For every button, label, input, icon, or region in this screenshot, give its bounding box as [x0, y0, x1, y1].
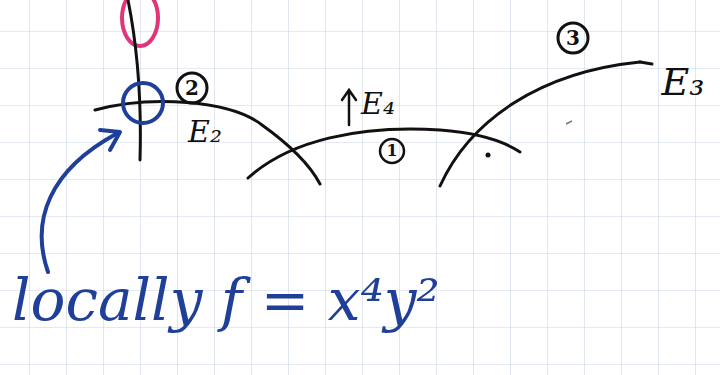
callout-circle	[177, 73, 207, 103]
curve-e4	[248, 129, 520, 178]
note-text: locally f = x⁴y²	[12, 271, 440, 329]
callout-number: 1	[386, 143, 397, 159]
callout-number: 3	[566, 28, 580, 48]
curve-label: E₂	[188, 117, 222, 147]
blue-circle	[123, 83, 163, 123]
curve-label: E₄	[361, 89, 395, 119]
callout-circle	[558, 23, 588, 53]
curve-e3-end	[640, 62, 652, 64]
curve-e3	[440, 62, 640, 186]
callout-circle	[380, 139, 404, 163]
stray-mark	[566, 121, 572, 124]
curve-e2	[95, 102, 320, 184]
up-arrow	[342, 90, 356, 125]
curve-label: E₃	[662, 63, 705, 101]
curve	[128, 0, 140, 160]
callout-number: 2	[185, 78, 199, 98]
pink-circle	[122, 0, 158, 46]
dot	[486, 153, 491, 158]
arrow-head	[100, 130, 120, 150]
blue-arrow	[42, 134, 116, 272]
